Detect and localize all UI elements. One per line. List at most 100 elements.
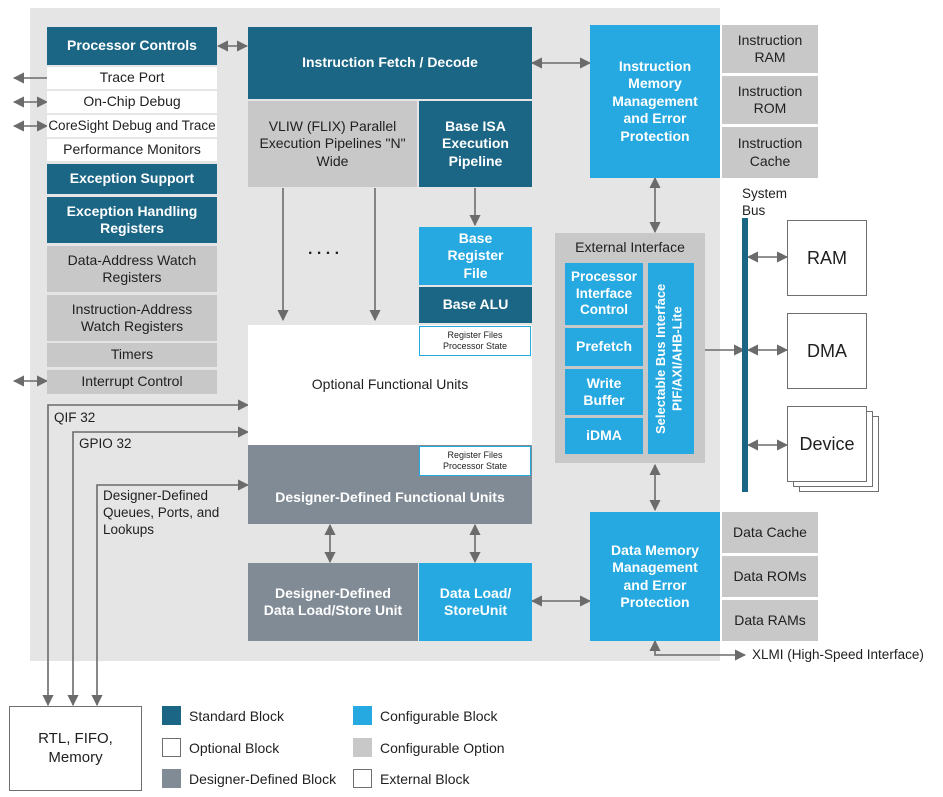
write-buffer-block: Write Buffer xyxy=(565,369,643,415)
data-rams-label: Data RAMs xyxy=(734,611,806,628)
legend-external-swatch xyxy=(353,769,372,788)
optional-functional-units-label: Optional Functional Units xyxy=(311,376,469,393)
vliw-label: VLIW (FLIX) Parallel Execution Pipelines… xyxy=(259,117,406,169)
legend-designer-defined: Designer-Defined Block xyxy=(162,769,336,788)
performance-monitors-block: Performance Monitors xyxy=(47,139,217,161)
device-label: Device xyxy=(799,433,855,454)
rtl-fifo-memory-label: RTL, FIFO, Memory xyxy=(38,729,113,766)
exception-handling-block: Exception Handling Registers xyxy=(47,197,217,243)
legend-configurable: Configurable Block xyxy=(353,706,498,725)
coresight-block: CoreSight Debug and Trace xyxy=(47,115,217,137)
base-alu-block: Base ALU xyxy=(419,287,532,323)
idma-block: iDMA xyxy=(565,418,643,454)
pipeline-dots: . . . . xyxy=(308,241,340,258)
instruction-cache-block: Instruction Cache xyxy=(722,127,818,178)
data-address-watch-block: Data-Address Watch Registers xyxy=(47,246,217,292)
legend-configurable-option: Configurable Option xyxy=(353,738,505,757)
legend-configurable-option-swatch xyxy=(353,738,372,757)
instruction-rom-label: Instruction ROM xyxy=(737,82,803,117)
legend-configurable-label: Configurable Block xyxy=(380,707,498,724)
instruction-address-watch-label: Instruction-Address Watch Registers xyxy=(71,300,193,335)
vliw-block: VLIW (FLIX) Parallel Execution Pipelines… xyxy=(248,101,417,187)
idma-label: iDMA xyxy=(586,427,622,444)
data-cache-block: Data Cache xyxy=(722,512,818,553)
write-buffer-label: Write Buffer xyxy=(583,374,625,409)
legend-designer-defined-label: Designer-Defined Block xyxy=(189,770,337,787)
external-interface-title: External Interface xyxy=(575,239,685,255)
bus-interface-label: Selectable Bus Interface PIF/AXI/AHB-Lit… xyxy=(653,283,685,434)
instruction-address-watch-block: Instruction-Address Watch Registers xyxy=(47,295,217,341)
designer-defined-load-store-block: Designer-Defined Data Load/Store Unit xyxy=(248,563,418,641)
interrupt-control-label: Interrupt Control xyxy=(81,373,183,390)
timers-label: Timers xyxy=(110,346,154,363)
processor-controls-block: Processor Controls xyxy=(47,27,217,65)
exception-support-block: Exception Support xyxy=(47,164,217,194)
legend-external: External Block xyxy=(353,769,469,788)
rtl-fifo-memory-block: RTL, FIFO, Memory xyxy=(9,706,142,791)
data-cache-label: Data Cache xyxy=(733,523,807,540)
legend-optional-label: Optional Block xyxy=(189,739,280,756)
instruction-memory-label: Instruction Memory Management and Error … xyxy=(612,57,698,144)
dma-label: DMA xyxy=(807,340,847,361)
processor-interface-control-label: Processor Interface Control xyxy=(570,268,638,318)
dma-block: DMA xyxy=(787,313,867,389)
ram-block: RAM xyxy=(787,220,867,296)
designer-defined-functional-units-label: Designer-Defined Functional Units xyxy=(275,488,505,505)
data-load-store-block: Data Load/ StoreUnit xyxy=(419,563,532,641)
system-bus-bar xyxy=(742,218,748,492)
trace-port-label: Trace Port xyxy=(99,69,165,86)
prefetch-block: Prefetch xyxy=(565,328,643,366)
trace-port-block: Trace Port xyxy=(47,67,217,89)
prefetch-label: Prefetch xyxy=(575,338,633,355)
xlmi-label: XLMI (High-Speed Interface) xyxy=(752,647,924,662)
performance-monitors-label: Performance Monitors xyxy=(63,141,201,158)
base-alu-label: Base ALU xyxy=(442,296,509,313)
designer-defined-load-store-label: Designer-Defined Data Load/Store Unit xyxy=(263,584,403,619)
ram-label: RAM xyxy=(807,247,847,268)
legend-optional-swatch xyxy=(162,738,181,757)
timers-block: Timers xyxy=(47,343,217,367)
interrupt-control-block: Interrupt Control xyxy=(47,370,217,394)
instruction-fetch-decode-label: Instruction Fetch / Decode xyxy=(302,54,478,71)
legend-configurable-option-label: Configurable Option xyxy=(380,739,505,756)
data-load-store-label: Data Load/ StoreUnit xyxy=(439,584,512,619)
legend-standard-label: Standard Block xyxy=(189,707,284,724)
processor-controls-label: Processor Controls xyxy=(67,37,197,54)
instruction-rom-block: Instruction ROM xyxy=(722,76,818,124)
data-memory-block: Data Memory Management and Error Protect… xyxy=(590,512,720,641)
legend-external-label: External Block xyxy=(380,770,470,787)
instruction-ram-label: Instruction RAM xyxy=(737,31,803,66)
data-address-watch-label: Data-Address Watch Registers xyxy=(67,251,197,286)
data-roms-label: Data ROMs xyxy=(733,567,807,584)
register-files-state-2-label: Register Files Processor State xyxy=(442,450,508,471)
qif-label: QIF 32 xyxy=(54,410,96,425)
register-files-state-2: Register Files Processor State xyxy=(419,446,531,476)
data-rams-block: Data RAMs xyxy=(722,600,818,641)
instruction-memory-block: Instruction Memory Management and Error … xyxy=(590,25,720,178)
base-register-file-block: Base Register File xyxy=(419,227,532,285)
coresight-label: CoreSight Debug and Trace xyxy=(48,117,216,133)
device-block: Device xyxy=(787,406,867,482)
legend-standard: Standard Block xyxy=(162,706,284,725)
on-chip-debug-block: On-Chip Debug xyxy=(47,91,217,113)
on-chip-debug-label: On-Chip Debug xyxy=(83,93,181,110)
base-isa-label: Base ISA Execution Pipeline xyxy=(442,117,509,169)
data-roms-block: Data ROMs xyxy=(722,556,818,597)
instruction-fetch-decode-block: Instruction Fetch / Decode xyxy=(248,27,532,99)
legend-standard-swatch xyxy=(162,706,181,725)
exception-handling-label: Exception Handling Registers xyxy=(66,202,198,237)
register-files-state-1-label: Register Files Processor State xyxy=(442,330,508,351)
system-bus-label: System Bus xyxy=(742,186,788,218)
legend-configurable-swatch xyxy=(353,706,372,725)
base-isa-block: Base ISA Execution Pipeline xyxy=(419,101,532,187)
legend-designer-defined-swatch xyxy=(162,769,181,788)
instruction-ram-block: Instruction RAM xyxy=(722,25,818,73)
gpio-label: GPIO 32 xyxy=(79,436,132,451)
designer-defined-queues-label: Designer-Defined Queues, Ports, and Look… xyxy=(103,488,220,537)
processor-interface-control-block: Processor Interface Control xyxy=(565,263,643,325)
data-memory-label: Data Memory Management and Error Protect… xyxy=(611,541,699,611)
bus-interface-block: Selectable Bus Interface PIF/AXI/AHB-Lit… xyxy=(648,263,694,454)
instruction-cache-label: Instruction Cache xyxy=(737,135,803,169)
